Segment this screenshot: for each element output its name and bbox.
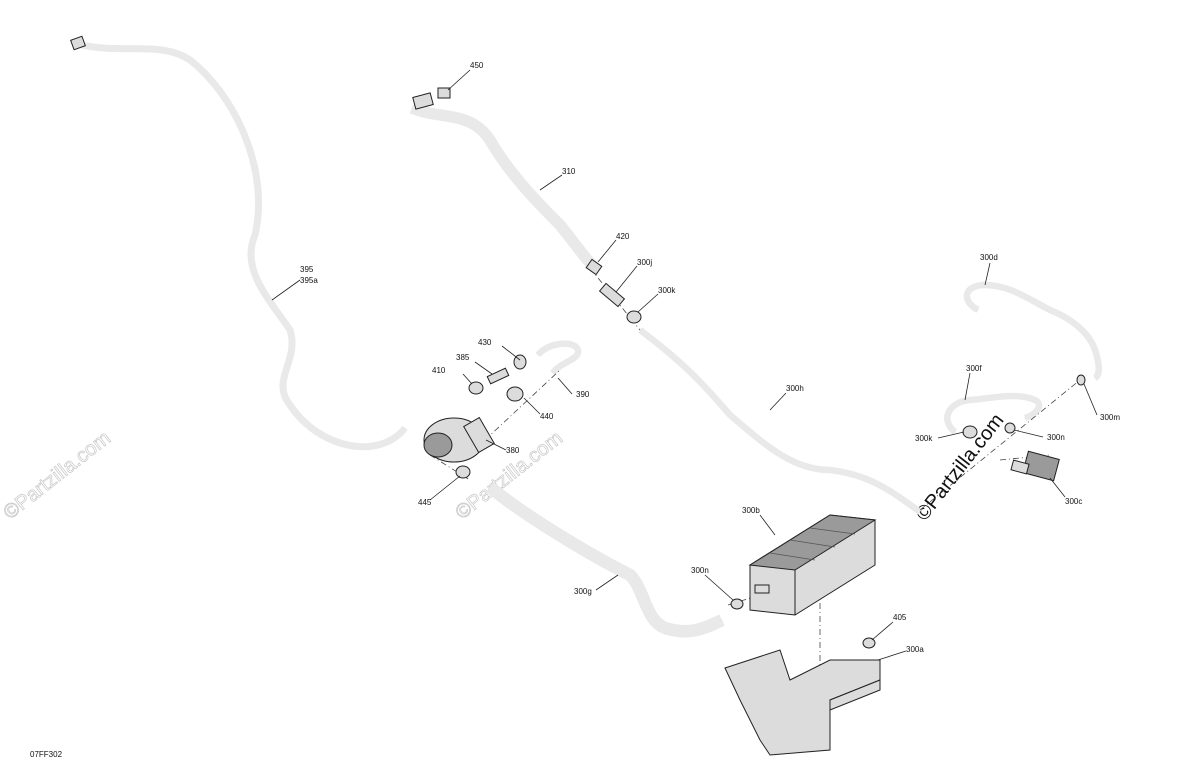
label-430[interactable]: 430	[478, 338, 492, 347]
pump-380[interactable]	[423, 416, 495, 463]
label-300g[interactable]: 300g	[574, 587, 592, 596]
hose-300f[interactable]	[944, 392, 1043, 435]
watermark-right: ©Partzilla.com	[912, 410, 1009, 525]
canister-300b[interactable]	[748, 514, 877, 616]
hose-300g[interactable]	[486, 482, 725, 638]
screw-405[interactable]	[862, 637, 876, 649]
clamp-445[interactable]	[455, 465, 471, 479]
diagram-code: 07FF302	[30, 750, 63, 759]
fitting-385[interactable]	[486, 367, 510, 385]
hose-395[interactable]	[70, 35, 408, 451]
hose-395-end	[70, 35, 86, 51]
label-300k-top[interactable]: 300k	[658, 286, 676, 295]
clamp-450[interactable]	[437, 87, 451, 99]
label-410[interactable]: 410	[432, 366, 446, 375]
label-310[interactable]: 310	[562, 167, 576, 176]
clamp-300k-top[interactable]	[626, 310, 642, 324]
label-300d[interactable]: 300d	[980, 253, 998, 262]
clamp-300m[interactable]	[1076, 374, 1086, 386]
watermark-left: ©Partzilla.com	[0, 427, 115, 524]
label-300m[interactable]: 300m	[1100, 413, 1120, 422]
watermarks: ©Partzilla.com ©Partzilla.com ©Partzilla…	[0, 410, 1008, 525]
label-395[interactable]: 395	[300, 265, 314, 274]
clamp-300n-right[interactable]	[1004, 422, 1016, 434]
label-395a[interactable]: 395a	[300, 276, 318, 285]
hose-300h[interactable]	[638, 327, 922, 515]
label-300k-right[interactable]: 300k	[915, 434, 933, 443]
label-300f[interactable]: 300f	[966, 364, 982, 373]
hose-310[interactable]	[409, 92, 599, 273]
label-380[interactable]: 380	[506, 446, 520, 455]
label-300h[interactable]: 300h	[786, 384, 804, 393]
fittings	[437, 87, 1086, 649]
connector-300j[interactable]	[598, 282, 626, 308]
label-405[interactable]: 405	[893, 613, 907, 622]
clamp-300k-right[interactable]	[962, 425, 978, 439]
clamp-430[interactable]	[513, 354, 527, 370]
hose-300d[interactable]	[963, 281, 1102, 381]
callout-labels: 450 310 420 300j 300k 395 395a 430 385 4…	[30, 61, 1120, 759]
hose-390[interactable]	[535, 340, 582, 376]
label-390[interactable]: 390	[576, 390, 590, 399]
label-300n-right[interactable]: 300n	[1047, 433, 1065, 442]
clamp-440[interactable]	[506, 386, 524, 402]
label-440[interactable]: 440	[540, 412, 554, 421]
clamp-300n-bottom[interactable]	[730, 598, 744, 610]
leader-lines	[271, 69, 1098, 661]
label-420[interactable]: 420	[616, 232, 630, 241]
bracket-300a[interactable]	[724, 649, 881, 756]
label-300j[interactable]: 300j	[637, 258, 652, 267]
label-300a[interactable]: 300a	[906, 645, 924, 654]
purge-valve-300c[interactable]	[1010, 450, 1060, 482]
hose-310-fitting	[412, 92, 434, 110]
clamp-410[interactable]	[468, 381, 484, 395]
clamp-420[interactable]	[585, 258, 603, 276]
label-445[interactable]: 445	[418, 498, 432, 507]
label-300c[interactable]: 300c	[1065, 497, 1082, 506]
label-385[interactable]: 385	[456, 353, 470, 362]
label-300n-bottom[interactable]: 300n	[691, 566, 709, 575]
centerlines	[429, 267, 1081, 690]
label-300b[interactable]: 300b	[742, 506, 760, 515]
label-450[interactable]: 450	[470, 61, 484, 70]
